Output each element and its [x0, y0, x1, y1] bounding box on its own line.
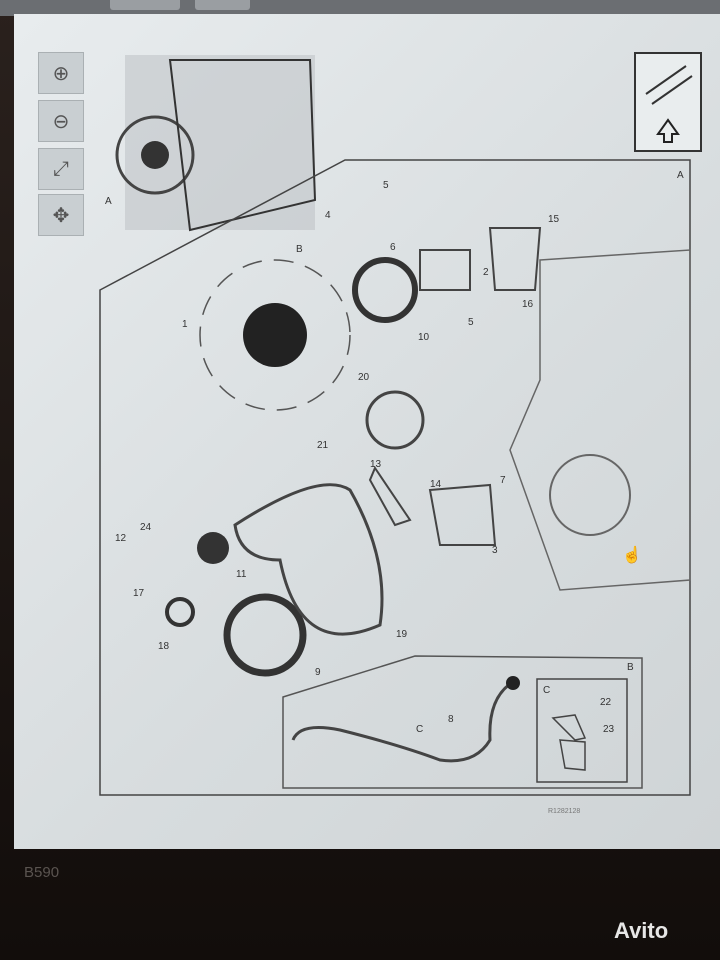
- bracket-3[interactable]: [428, 483, 497, 546]
- callout-8[interactable]: 8: [448, 714, 454, 725]
- callout-5b[interactable]: 5: [468, 317, 474, 328]
- callout-19[interactable]: 19: [396, 629, 408, 640]
- hub-6[interactable]: [419, 249, 471, 291]
- idler-11[interactable]: [197, 532, 229, 564]
- callout-5[interactable]: 5: [383, 180, 389, 191]
- fan-part[interactable]: [199, 259, 351, 411]
- callout-3[interactable]: 3: [492, 545, 498, 556]
- callout-1[interactable]: 1: [182, 319, 188, 330]
- callout-21[interactable]: 21: [317, 440, 329, 451]
- tensioner-17[interactable]: [165, 597, 195, 627]
- pulley-10[interactable]: [352, 257, 418, 323]
- zoom-in-icon[interactable]: ⊕: [38, 52, 84, 94]
- detail-b-frame: [282, 655, 643, 789]
- belt-19[interactable]: [233, 483, 384, 636]
- callout-18[interactable]: 18: [158, 641, 170, 652]
- callout-6[interactable]: 6: [390, 242, 396, 253]
- callout-4[interactable]: 4: [325, 210, 331, 221]
- callout-2[interactable]: 2: [483, 267, 489, 278]
- engine-block: [509, 249, 691, 591]
- callout-17[interactable]: 17: [133, 588, 145, 599]
- callout-13[interactable]: 13: [370, 459, 382, 470]
- bracket-15[interactable]: [488, 227, 542, 291]
- figure-id: R1282128: [548, 808, 581, 815]
- callout-15[interactable]: 15: [548, 214, 560, 225]
- callout-16[interactable]: 16: [522, 299, 534, 310]
- top-button[interactable]: [110, 0, 180, 10]
- callout-14[interactable]: 14: [430, 479, 442, 490]
- pulley-9[interactable]: [223, 593, 307, 677]
- view-a-box-label: A: [677, 170, 684, 181]
- hand-cursor-icon: ☝: [622, 545, 642, 564]
- callout-24[interactable]: 24: [140, 522, 152, 533]
- fit-screen-icon[interactable]: ⤢: [38, 148, 84, 190]
- top-button[interactable]: [195, 0, 250, 10]
- callout-22[interactable]: 22: [600, 697, 612, 708]
- view-c-leader-label: C: [416, 724, 423, 735]
- detail-c-frame: [536, 678, 628, 783]
- callout-11[interactable]: 11: [236, 569, 247, 580]
- zoom-out-icon[interactable]: ⊖: [38, 100, 84, 142]
- view-label-a: A: [105, 196, 112, 207]
- navigate-up-icon: [645, 65, 693, 143]
- view-b-leader-label: B: [296, 244, 303, 255]
- laptop-model-label: B590: [24, 864, 60, 881]
- callout-10[interactable]: 10: [418, 332, 430, 343]
- browser-top-bar: [0, 0, 720, 16]
- pulley-20[interactable]: [365, 390, 425, 450]
- avito-watermark: Avito: [614, 918, 669, 943]
- sensor-cable[interactable]: [291, 682, 511, 763]
- callout-9[interactable]: 9: [315, 667, 321, 678]
- detail-c-label: C: [543, 685, 550, 696]
- callout-12[interactable]: 12: [115, 533, 127, 544]
- bracket-13[interactable]: [368, 465, 412, 527]
- callout-23[interactable]: 23: [603, 724, 615, 735]
- navigate-up-button[interactable]: [634, 52, 702, 152]
- callout-20[interactable]: 20: [358, 372, 370, 383]
- engine-overview-image[interactable]: [115, 55, 317, 232]
- callout-7[interactable]: 7: [500, 475, 506, 486]
- detail-b-label: B: [627, 662, 634, 673]
- pan-icon[interactable]: ✥: [38, 194, 84, 236]
